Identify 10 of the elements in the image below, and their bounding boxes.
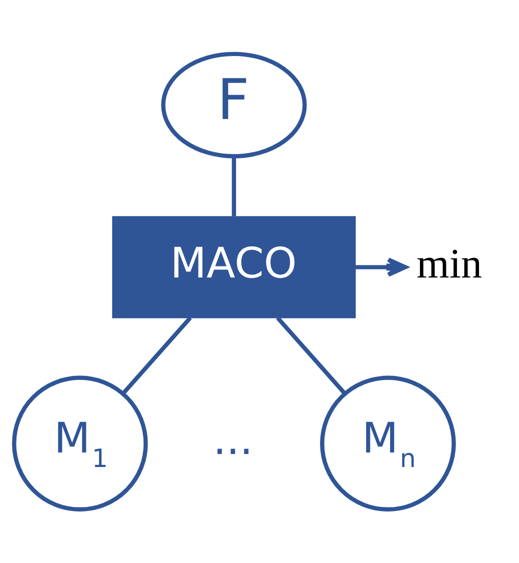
connector (276, 316, 346, 395)
node-box: MACO (112, 216, 356, 318)
node-circle: M$_{n}$ (320, 376, 456, 512)
label: ... (212, 415, 254, 464)
connector (122, 316, 192, 395)
connector (232, 156, 236, 216)
node-text: min (416, 242, 482, 288)
node-circle: M$_{1}$ (12, 376, 148, 512)
node-ellipse: F (161, 52, 307, 158)
arrow (355, 258, 408, 277)
